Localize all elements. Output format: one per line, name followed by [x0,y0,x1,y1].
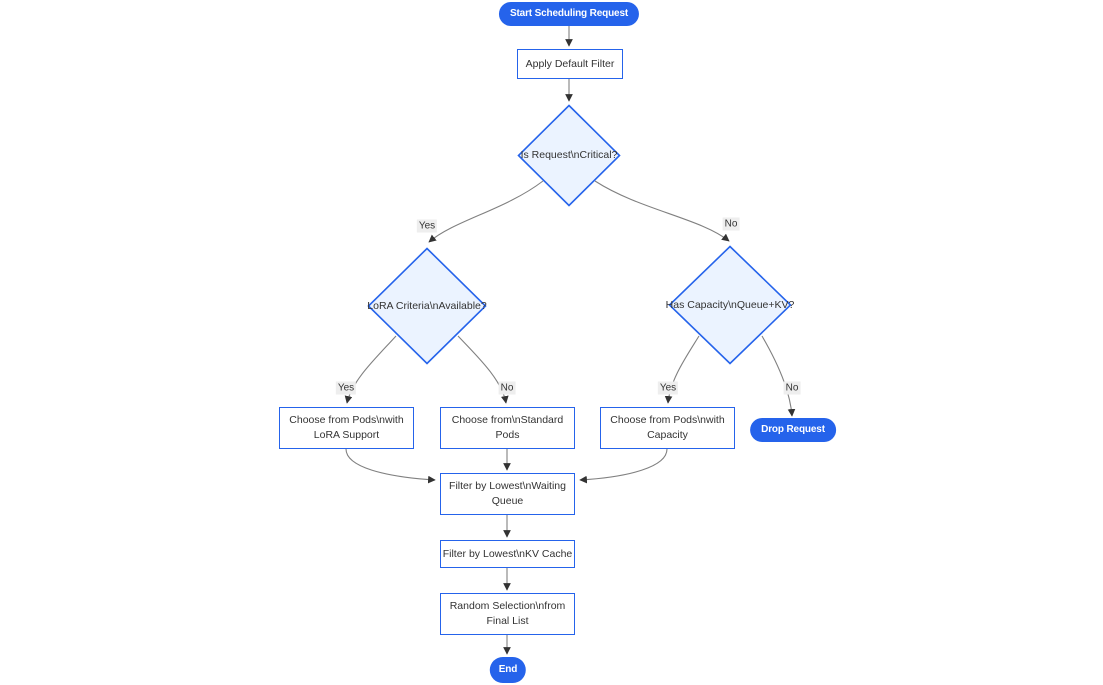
node-choose-capacity-pods-label: Choose from Pods\nwith Capacity [610,414,725,441]
node-apply-default-filter: Apply Default Filter [517,49,623,79]
edge-label-capacity-no: No [783,381,801,395]
diamond-shape [668,245,792,365]
edge-label-lora-no: No [498,381,516,395]
edge-label-critical-no: No [722,217,740,231]
edge-label-capacity-yes: Yes [657,381,679,395]
node-start: Start Scheduling Request [498,2,640,26]
node-has-capacity: Has Capacity\nQueue+KV? [665,245,795,365]
diamond-shape [367,247,487,365]
node-has-capacity-label: Has Capacity\nQueue+KV? [665,298,795,311]
node-end-label: End [498,664,518,675]
node-is-request-critical-label: Is Request\nCritical? [520,149,618,162]
node-lora-criteria-available: LoRA Criteria\nAvailable? [367,247,487,365]
node-choose-capacity-pods: Choose from Pods\nwith Capacity [600,407,735,449]
node-choose-standard-pods: Choose from\nStandard Pods [440,407,575,449]
edge-capacity-no [761,335,796,417]
node-choose-lora-pods-label: Choose from Pods\nwith LoRA Support [289,414,404,441]
node-filter-kv-cache-label: Filter by Lowest\nKV Cache [442,547,573,560]
node-filter-waiting-queue: Filter by Lowest\nWaiting Queue [440,473,575,515]
node-random-selection-label: Random Selection\nfrom Final List [449,600,566,627]
edge-choosecapacity-to-filter [579,448,668,484]
node-choose-standard-pods-label: Choose from\nStandard Pods [451,414,564,441]
edge-capacity-yes [664,335,700,404]
node-drop-request: Drop Request [750,418,836,442]
edge-lora-yes [344,335,397,404]
node-apply-default-filter-label: Apply Default Filter [525,57,615,70]
edge-lora-no [457,335,509,404]
node-choose-lora-pods: Choose from Pods\nwith LoRA Support [279,407,414,449]
node-is-request-critical: Is Request\nCritical? [517,104,621,207]
diamond-shape [517,104,621,207]
node-end: End [489,657,527,683]
node-random-selection: Random Selection\nfrom Final List [440,593,575,635]
node-filter-kv-cache: Filter by Lowest\nKV Cache [440,540,575,568]
edge-chooselora-to-filter [345,448,436,484]
edge-label-lora-yes: Yes [335,381,357,395]
node-lora-criteria-available-label: LoRA Criteria\nAvailable? [367,299,487,312]
edge-label-critical-yes: Yes [416,219,438,233]
edge-critical-no [594,180,730,242]
edge-critical-yes [428,180,544,243]
node-filter-waiting-queue-label: Filter by Lowest\nWaiting Queue [449,480,566,507]
node-start-label: Start Scheduling Request [509,8,629,19]
node-drop-request-label: Drop Request [761,424,825,435]
